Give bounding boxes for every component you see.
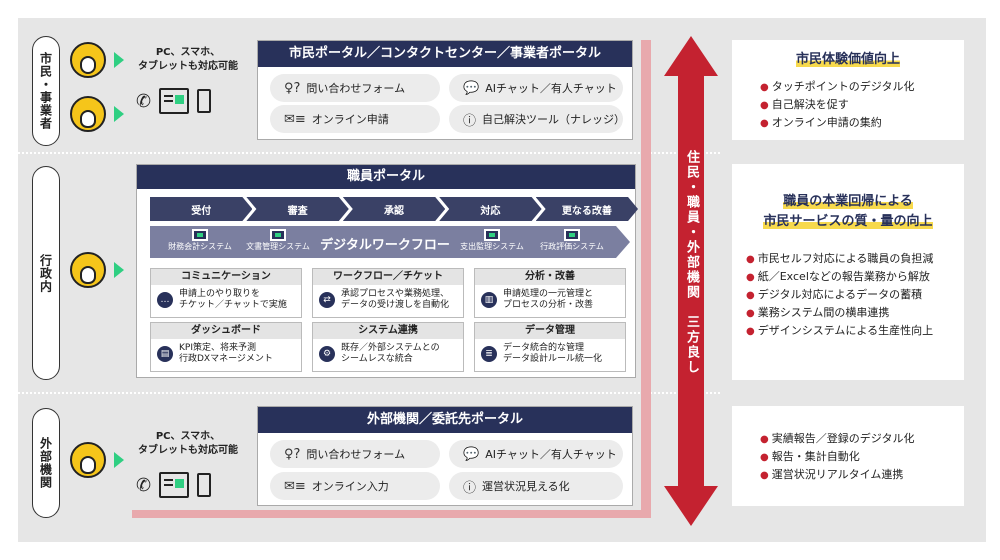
dashboard-icon: ▤: [157, 346, 173, 362]
system-document: 文書管理システム: [238, 229, 318, 252]
monitor-icon: [192, 229, 208, 241]
integration-icon: ⚙: [319, 346, 335, 362]
result-box-staff: 職員の本業回帰による 市民サービスの質・量の向上 市民セルフ対応による職員の負担…: [732, 164, 964, 380]
result-list-staff: 市民セルフ対応による職員の負担減 紙／Excelなどの報告業務から解放 デジタル…: [746, 250, 964, 340]
device-support-text: PC、スマホ、 タブレットも対応可能: [138, 431, 238, 456]
arrow-text: 住民・職員・外部機関 三方良し: [684, 150, 699, 375]
database-icon: ≣: [481, 346, 497, 362]
phone-icon: ✆: [136, 90, 152, 112]
external-portal-title: 外部機関／委託先ポータル: [258, 407, 632, 433]
workflow-title: デジタルワークフロー: [320, 238, 450, 253]
citizen-question-form-button[interactable]: ♀?問い合わせフォーム: [270, 74, 440, 102]
smartphone-icon: [197, 473, 212, 497]
external-ai-chat-button[interactable]: 💬AIチャット／有人チャット: [449, 440, 623, 468]
device-support-text: PC、スマホ、 タブレットも対応可能: [138, 47, 238, 72]
monitor-icon: [270, 229, 286, 241]
citizen-avatar: [70, 42, 106, 78]
process-steps: 受付 審査 承認 対応 更なる改善: [150, 197, 632, 221]
question-form-icon: ♀?: [284, 446, 301, 462]
card-system-integration: システム連携 ⚙既存／外部システムとの シームレスな統合: [312, 322, 464, 372]
lane-label-external: 外部機関: [32, 408, 60, 518]
system-evaluation: 行政評価システム: [532, 229, 612, 252]
digital-workflow-band: [150, 226, 630, 258]
arrow-right-icon: [114, 452, 124, 468]
result-box-external: 実績報告／登録のデジタル化 報告・集計自動化 運営状況リアルタイム連携: [732, 406, 964, 506]
bar-chart-icon: ▥: [481, 292, 497, 308]
card-communication: コミュニケーション …申請上のやり取りを チケット／チャットで実施: [150, 268, 302, 318]
info-icon: ⓘ: [463, 113, 477, 129]
lane-separator: [18, 392, 720, 394]
question-form-icon: ♀?: [284, 80, 301, 96]
monitor-icon: [159, 88, 190, 114]
staff-portal-title: 職員ポータル: [137, 165, 635, 189]
external-avatar: [70, 442, 106, 478]
citizen-ai-chat-button[interactable]: 💬AIチャット／有人チャット: [449, 74, 623, 102]
result-title-staff-1: 職員の本業回帰による: [783, 194, 913, 209]
result-list-external: 実績報告／登録のデジタル化 報告・集計自動化 運営状況リアルタイム連携: [760, 430, 964, 484]
lane-label-citizen: 市民・事業者: [32, 36, 60, 146]
device-icons: ✆: [136, 472, 212, 498]
system-expenditure: 支出監理システム: [452, 229, 532, 252]
result-title-citizen: 市民体験価値向上: [795, 52, 900, 67]
system-finance: 財務会計システム: [160, 229, 240, 252]
double-arrow-icon: [664, 36, 718, 526]
card-data-management: データ管理 ≣データ統合的な管理 データ設計ルール統一化: [474, 322, 626, 372]
result-title-staff-2: 市民サービスの質・量の向上: [763, 214, 933, 229]
lane-label-admin: 行政内: [32, 166, 60, 380]
flow-line-horizontal: [132, 510, 651, 518]
info-icon: ⓘ: [463, 480, 477, 496]
arrow-right-icon: [114, 106, 124, 122]
step-response: 対応: [439, 197, 541, 221]
staff-avatar: [70, 252, 106, 288]
chat-icon: 💬: [463, 446, 480, 462]
phone-icon: ✆: [136, 474, 152, 496]
monitor-icon: [564, 229, 580, 241]
citizen-online-application-button[interactable]: ✉≡オンライン申請: [270, 105, 440, 133]
citizen-portal-title: 市民ポータル／コンタクトセンター／事業者ポータル: [258, 41, 632, 67]
device-icons: ✆: [136, 88, 212, 114]
result-box-citizen: 市民体験価値向上 タッチポイントのデジタル化 自己解決を促す オンライン申請の集…: [732, 40, 964, 140]
step-reception: 受付: [150, 197, 252, 221]
chat-icon: …: [157, 292, 173, 308]
lane-separator: [18, 152, 720, 154]
monitor-icon: [159, 472, 190, 498]
monitor-icon: [484, 229, 500, 241]
flow-line-vertical: [641, 40, 651, 518]
external-online-input-button[interactable]: ✉≡オンライン入力: [270, 472, 440, 500]
card-workflow: ワークフロー／チケット ⇄承認プロセスや業務処理、 データの受け渡しを自動化: [312, 268, 464, 318]
mail-list-icon: ✉≡: [284, 111, 306, 127]
external-question-form-button[interactable]: ♀?問い合わせフォーム: [270, 440, 440, 468]
workflow-icon: ⇄: [319, 292, 335, 308]
smartphone-icon: [197, 89, 212, 113]
step-improvement: 更なる改善: [536, 197, 638, 221]
result-list-citizen: タッチポイントのデジタル化 自己解決を促す オンライン申請の集約: [760, 78, 964, 132]
chat-icon: 💬: [463, 80, 480, 96]
arrow-right-icon: [114, 262, 124, 278]
card-dashboard: ダッシュボード ▤KPI策定、将来予測 行政DXマネージメント: [150, 322, 302, 372]
mail-list-icon: ✉≡: [284, 478, 306, 494]
business-avatar: [70, 96, 106, 132]
card-analysis: 分析・改善 ▥申請処理の一元管理と プロセスの分析・改善: [474, 268, 626, 318]
step-approval: 承認: [343, 197, 445, 221]
step-review: 審査: [246, 197, 348, 221]
arrow-right-icon: [114, 52, 124, 68]
